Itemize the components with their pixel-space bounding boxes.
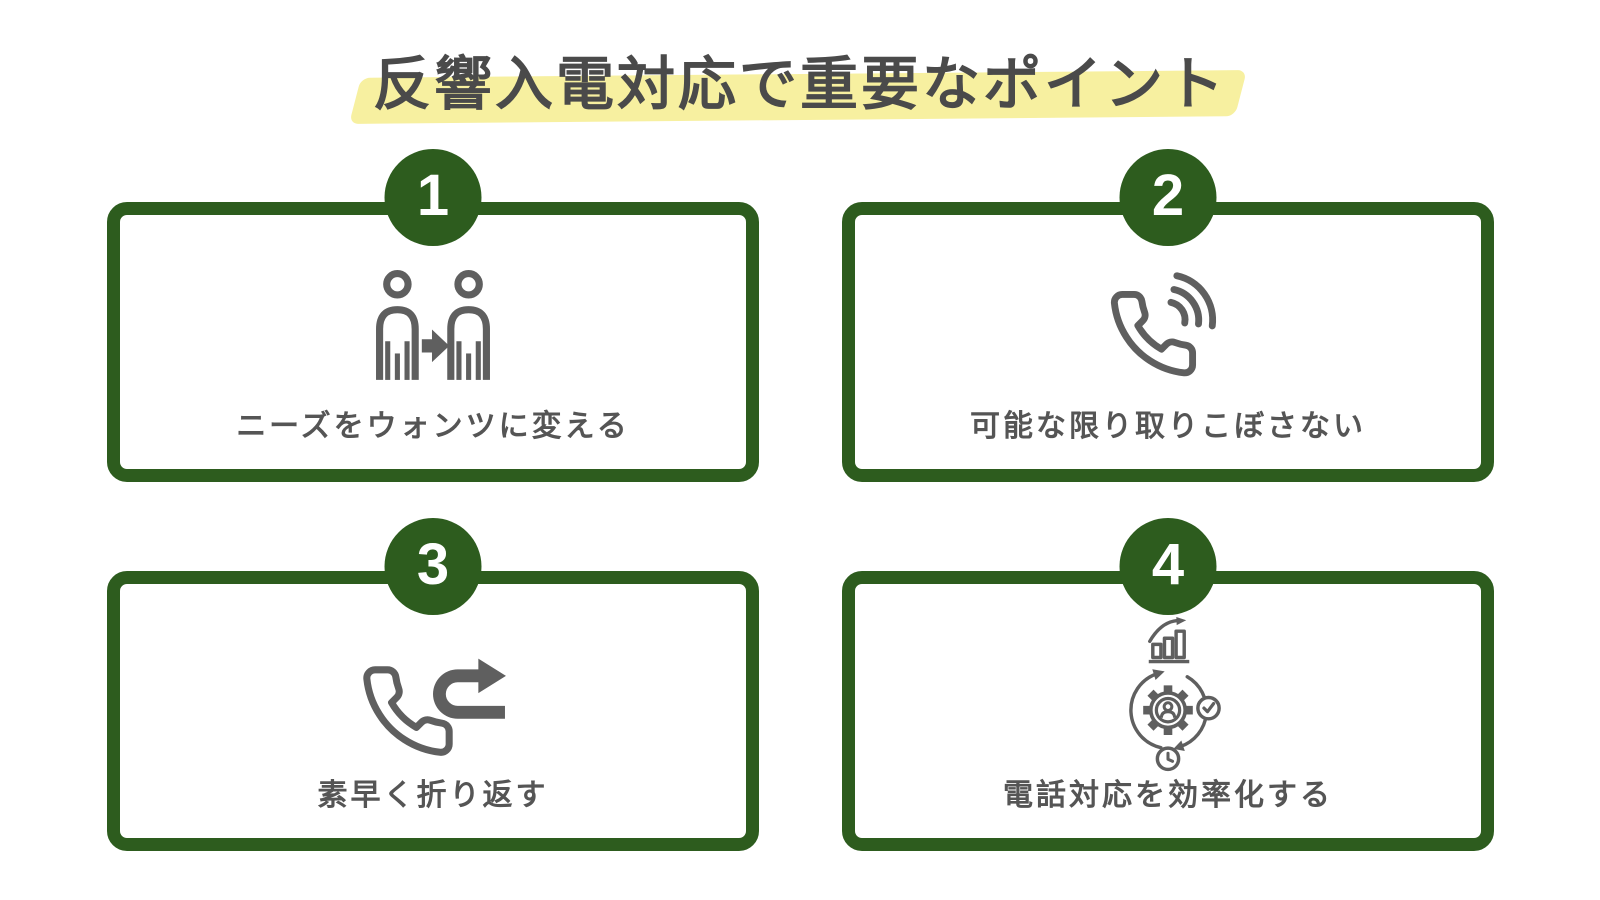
phone-ringing-icon — [1110, 272, 1217, 377]
card-3-number: 3 — [416, 532, 450, 597]
card-1-icon-box — [120, 270, 746, 384]
card-2-number: 2 — [1151, 163, 1185, 228]
card-2: 2 可能な限り取りこぼさない — [842, 149, 1494, 482]
card-3-number-badge: 3 — [384, 518, 482, 615]
card-1: 1 ニーズをウォンツに変 — [107, 149, 759, 482]
page-title-wrap: 反響入電対応で重要なポイント — [349, 50, 1247, 124]
card-1-number-badge: 1 — [384, 149, 482, 246]
card-4-caption: 電話対応を効率化する — [1003, 779, 1333, 812]
card-4-icon-box — [855, 616, 1481, 776]
process-efficiency-icon — [1129, 617, 1221, 772]
card-4: 4 — [842, 518, 1494, 851]
card-1-caption: ニーズをウォンツに変える — [236, 410, 630, 443]
card-2-icon-box — [855, 263, 1481, 381]
phone-callback-icon — [363, 658, 506, 756]
card-2-caption: 可能な限り取りこぼさない — [970, 410, 1366, 443]
card-3: 3 素早く折り返す — [107, 518, 759, 851]
page-title: 反響入電対応で重要なポイント — [372, 52, 1227, 117]
title-block: 反響入電対応で重要なポイント — [0, 50, 1600, 124]
card-2-number-badge: 2 — [1119, 149, 1217, 246]
people-exchange-icon — [376, 270, 490, 380]
card-3-caption: 素早く折り返す — [317, 779, 549, 812]
card-3-icon-box — [120, 628, 746, 768]
card-1-number: 1 — [416, 163, 450, 228]
card-4-number: 4 — [1151, 532, 1185, 597]
card-4-number-badge: 4 — [1119, 518, 1217, 615]
